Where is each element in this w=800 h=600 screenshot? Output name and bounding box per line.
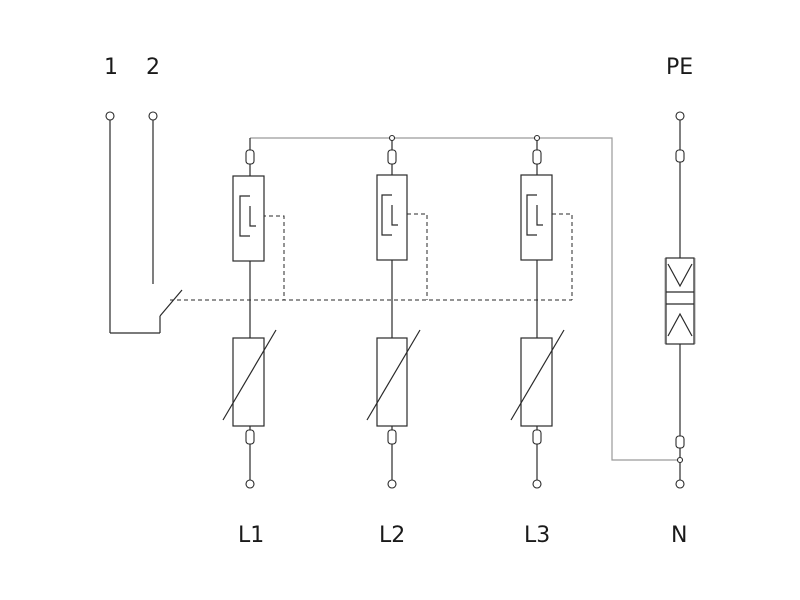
terminal-l2 bbox=[387, 479, 397, 489]
fuse-contact-top bbox=[387, 149, 397, 165]
terminal-l3 bbox=[532, 479, 542, 489]
terminal-n bbox=[675, 479, 685, 489]
bus-node-n bbox=[676, 456, 684, 464]
varistor bbox=[520, 337, 553, 427]
neutral-bus bbox=[250, 134, 678, 461]
phase-module-l3 bbox=[510, 140, 565, 489]
fuse-contact-bottom bbox=[532, 429, 542, 445]
gas-discharge-tube bbox=[665, 257, 695, 345]
bus-node-l3 bbox=[533, 134, 541, 142]
varistor-slope bbox=[222, 329, 277, 421]
varistor bbox=[376, 337, 408, 427]
varistor bbox=[232, 337, 265, 427]
terminal-2 bbox=[148, 111, 158, 121]
label-n: N bbox=[671, 523, 688, 548]
spark-gap-module bbox=[664, 111, 696, 489]
label-pe: PE bbox=[666, 55, 694, 80]
remote-contact bbox=[105, 111, 183, 334]
bus-line bbox=[250, 137, 678, 461]
thermal-disconnector bbox=[232, 175, 265, 262]
label-l3: L3 bbox=[524, 523, 551, 548]
gap-lower-arrow bbox=[667, 312, 693, 337]
bus-node-l2 bbox=[388, 134, 396, 142]
terminal-l1 bbox=[245, 479, 255, 489]
fuse-contact-top bbox=[532, 149, 542, 165]
pe-contact-top bbox=[675, 149, 685, 163]
linkage-l3 bbox=[552, 213, 573, 300]
terminal-1 bbox=[105, 111, 115, 121]
switch-blade bbox=[159, 289, 183, 317]
phase-module-l2 bbox=[366, 140, 421, 489]
label-l2: L2 bbox=[379, 523, 406, 548]
label-contact-1: 1 bbox=[104, 55, 118, 80]
linkage-l1 bbox=[262, 215, 285, 300]
terminal-pe bbox=[675, 111, 685, 121]
label-l1: L1 bbox=[238, 523, 265, 548]
thermal-linkage bbox=[170, 213, 573, 301]
varistor-slope bbox=[366, 329, 421, 421]
gap-upper-arrow bbox=[667, 263, 693, 288]
label-contact-2: 2 bbox=[146, 55, 160, 80]
fuse-contact-top bbox=[245, 149, 255, 165]
fuse-contact-bottom bbox=[245, 429, 255, 445]
fuse-contact-bottom bbox=[387, 429, 397, 445]
phase-module-l1 bbox=[222, 138, 277, 489]
n-contact-bottom bbox=[675, 435, 685, 449]
varistor-slope bbox=[510, 329, 565, 421]
linkage-l2 bbox=[407, 213, 428, 300]
